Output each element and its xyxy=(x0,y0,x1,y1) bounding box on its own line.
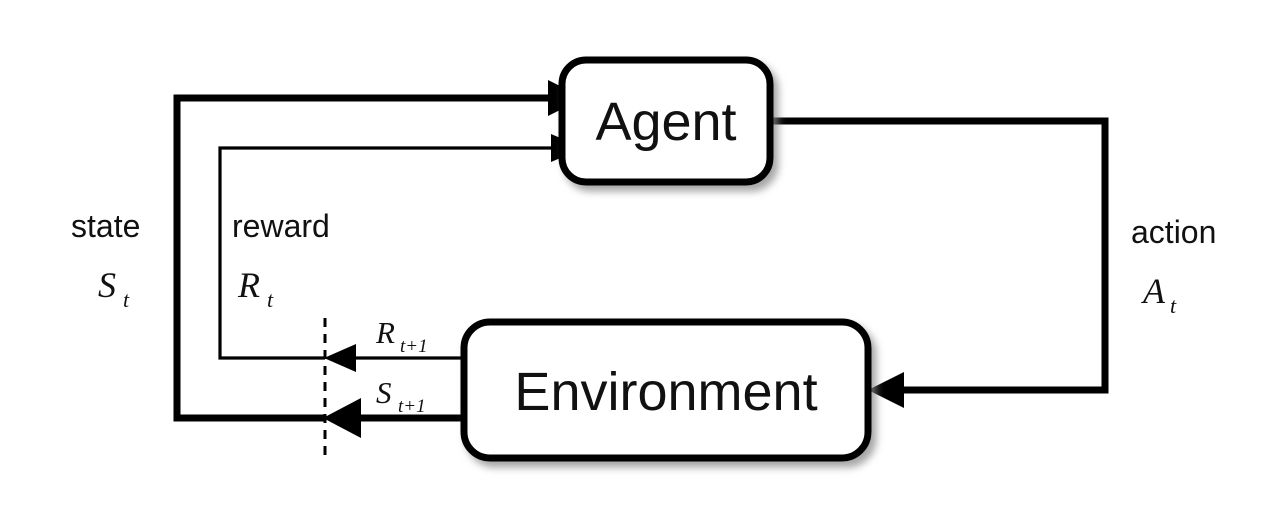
action-symbol: A xyxy=(1141,271,1166,311)
action-symbol-subscript: t xyxy=(1170,293,1177,318)
action-connector-line xyxy=(770,117,1109,394)
reward-next-connector xyxy=(324,344,462,372)
state-label: state xyxy=(71,208,140,244)
state-next-label-group: S t+1 xyxy=(376,375,426,417)
state-next-connector xyxy=(323,398,462,438)
action-label: action xyxy=(1131,214,1216,250)
reward-next-symbol: R xyxy=(375,315,395,350)
environment-box[interactable] xyxy=(460,318,872,462)
action-connector xyxy=(770,117,1109,408)
environment-label: Environment xyxy=(514,362,817,422)
state-symbol: S xyxy=(98,265,116,305)
reward-next-subscript: t+1 xyxy=(400,336,428,357)
state-label-group: state S t xyxy=(71,208,140,312)
reward-symbol: R xyxy=(237,265,260,305)
environment-node[interactable]: Environment xyxy=(460,318,872,462)
state-symbol-subscript: t xyxy=(123,287,130,312)
reward-next-label-group: R t+1 xyxy=(375,315,428,357)
reward-next-arrowhead-icon xyxy=(324,344,356,372)
reward-symbol-subscript: t xyxy=(267,287,274,312)
state-next-symbol: S xyxy=(376,375,392,410)
agent-box[interactable] xyxy=(558,56,774,186)
state-connector-line xyxy=(173,94,548,422)
state-next-arrowhead-icon xyxy=(323,398,361,438)
reward-label: reward xyxy=(232,208,330,244)
action-arrowhead-icon xyxy=(868,372,904,408)
reward-connector-line xyxy=(218,146,551,360)
action-label-group: action A t xyxy=(1131,214,1216,318)
agent-label: Agent xyxy=(595,92,736,152)
agent-node[interactable]: Agent xyxy=(558,56,774,186)
reward-label-group: reward R t xyxy=(232,208,330,312)
state-next-subscript: t+1 xyxy=(398,396,426,417)
